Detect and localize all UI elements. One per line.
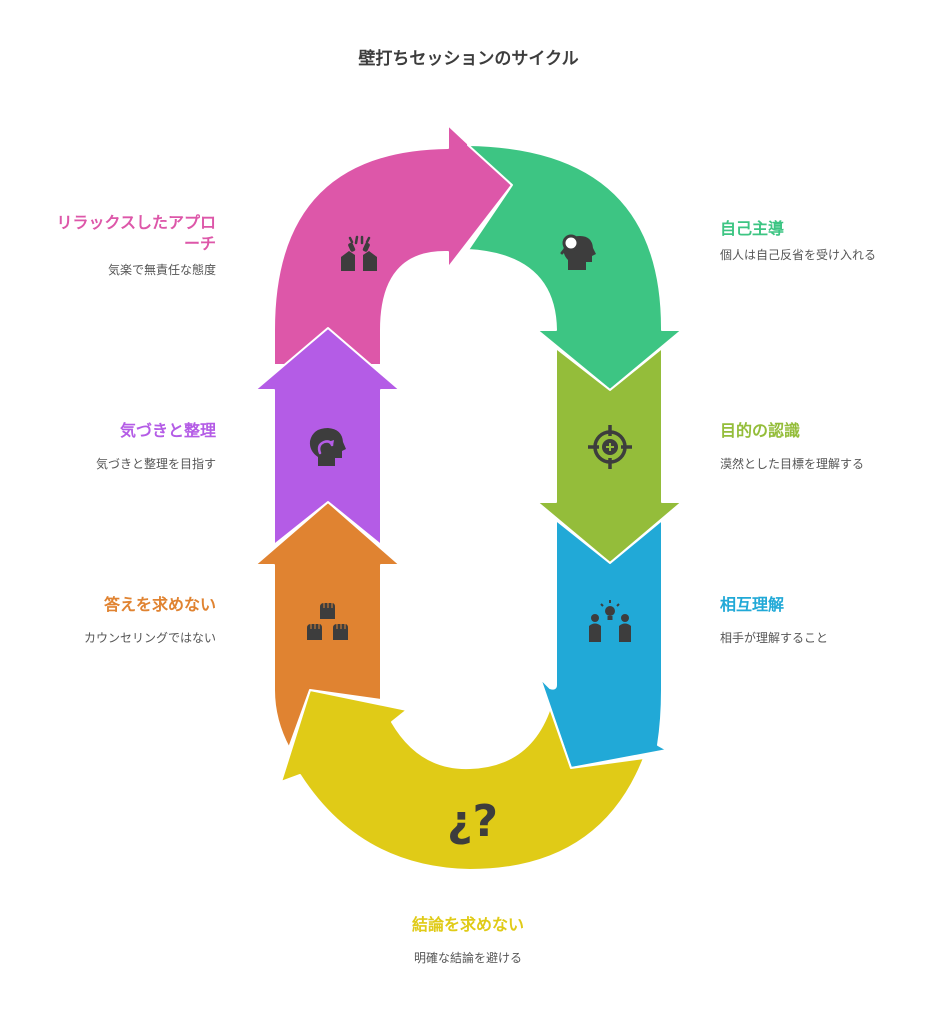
segment-mutual: [539, 519, 668, 769]
heading-relaxed: リラックスしたアプローチ: [56, 213, 216, 253]
heading-mutual: 相互理解: [720, 595, 785, 614]
head-magnifier-icon: [560, 234, 596, 270]
head-arrow-icon: [309, 428, 346, 466]
hands-icon: [307, 603, 348, 640]
label-awareness: 気づきと整理 気づきと整理を目指す: [16, 420, 216, 472]
segment-purpose: [536, 347, 683, 564]
desc-no-answer: カウンセリングではない: [83, 631, 216, 645]
high-five-icon: [341, 235, 377, 271]
label-mutual: 相互理解 相手が理解すること: [720, 594, 920, 646]
heading-purpose: 目的の認識: [720, 421, 801, 440]
segment-no-conclusion: [280, 689, 645, 871]
desc-relaxed: 気楽で無責任な態度: [107, 263, 216, 277]
heading-no-conclusion: 結論を求めない: [411, 915, 524, 934]
heading-awareness: 気づきと整理: [119, 421, 216, 440]
desc-no-conclusion: 明確な結論を避ける: [413, 951, 522, 965]
segment-no-answer: [254, 501, 401, 749]
label-no-conclusion: 結論を求めない 明確な結論を避ける: [368, 914, 568, 966]
label-purpose: 目的の認識 漠然とした目標を理解する: [720, 420, 920, 472]
label-relaxed: リラックスしたアプローチ 気楽で無責任な態度: [16, 212, 216, 278]
label-self-directed: 自己主導 個人は自己反省を受け入れる: [720, 218, 895, 263]
question-marks-icon: ¿?: [447, 796, 498, 847]
heading-no-answer: 答えを求めない: [103, 595, 216, 614]
crosshair-target-icon: [588, 425, 632, 469]
desc-purpose: 漠然とした目標を理解する: [720, 457, 865, 471]
desc-awareness: 気づきと整理を目指す: [95, 457, 216, 471]
label-no-answer: 答えを求めない カウンセリングではない: [16, 594, 216, 646]
desc-mutual: 相手が理解すること: [720, 631, 829, 645]
svg-text:¿?: ¿?: [447, 796, 498, 847]
diagram-title: 壁打ちセッションのサイクル: [358, 49, 579, 69]
two-people-lightbulb-icon: [589, 600, 631, 642]
heading-self-directed: 自己主導: [720, 219, 785, 238]
segment-relaxed: [273, 124, 513, 366]
desc-self-directed: 個人は自己反省を受け入れる: [720, 248, 877, 262]
